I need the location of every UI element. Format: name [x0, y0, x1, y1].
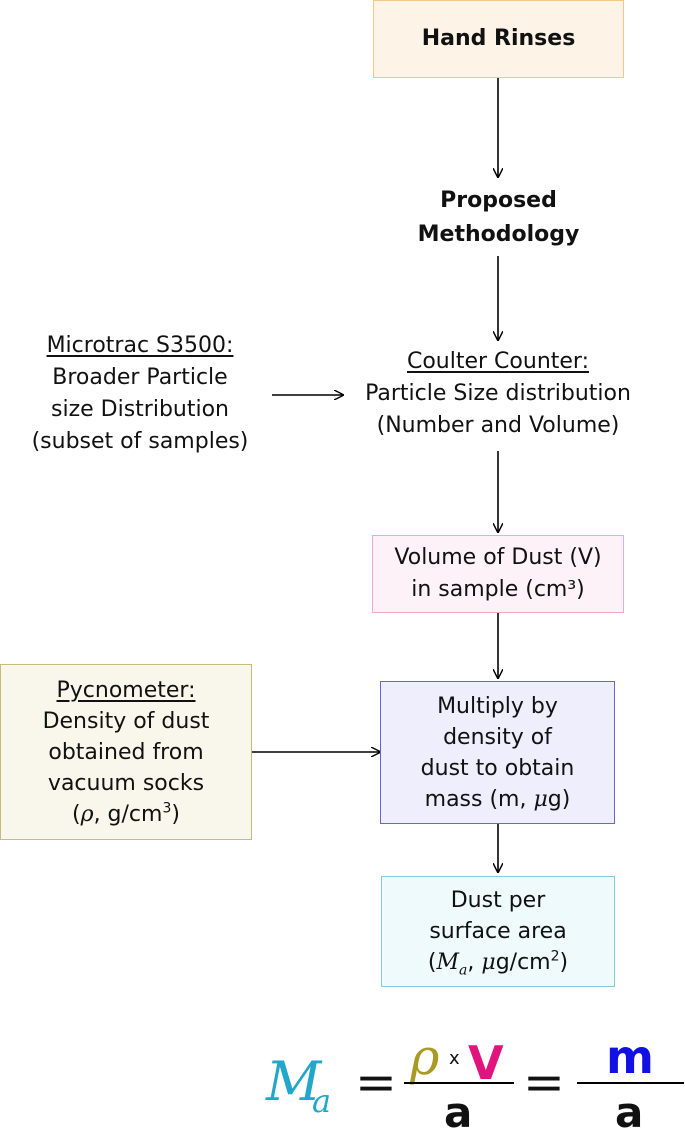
dust-area-line3: (Ma, μg/cm2): [428, 947, 568, 978]
proposed-line1: Proposed: [440, 188, 557, 213]
formula-V: V: [468, 1036, 504, 1090]
formula-equals-2: =: [523, 1053, 565, 1111]
pycnometer-rho: ρ: [80, 801, 94, 827]
dust-area-unit: g/cm: [495, 950, 551, 975]
multiply-mass-label: mass (m,: [424, 786, 534, 812]
coulter-title: Coulter Counter:: [406, 349, 589, 374]
formula-m: m: [606, 1030, 654, 1084]
pycnometer-line4: (ρ, g/cm3): [72, 799, 180, 830]
formula-fraction-bar-1: [404, 1082, 514, 1084]
volume-line1: Volume of Dust (V): [394, 545, 602, 570]
pycnometer-paren-close: ): [171, 801, 180, 827]
coulter-counter-node: Coulter Counter: Particle Size distribut…: [345, 346, 651, 442]
dust-area-unit-exp: 2: [550, 948, 560, 965]
pycnometer-node: Pycnometer: Density of dust obtained fro…: [0, 664, 252, 840]
coulter-line2: (Number and Volume): [376, 413, 620, 438]
pycnometer-line2: obtained from: [48, 739, 204, 765]
pycnometer-line1: Density of dust: [42, 708, 210, 734]
formula-times: x: [449, 1048, 460, 1069]
multiply-node: Multiply by density of dust to obtain ma…: [380, 681, 615, 824]
hand-rinses-label: Hand Rinses: [421, 26, 576, 51]
volume-line2: in sample (cm³): [411, 577, 585, 602]
microtrac-line1: Broader Particle: [52, 365, 228, 390]
microtrac-title: Microtrac S3500:: [46, 333, 234, 358]
microtrac-node: Microtrac S3500: Broader Particle size D…: [0, 330, 280, 458]
microtrac-line3: (subset of samples): [31, 429, 249, 454]
dust-area-line1: Dust per: [450, 888, 546, 913]
multiply-line4: mass (m, μg): [425, 784, 571, 815]
proposed-methodology-node: Proposed Methodology: [373, 184, 624, 252]
multiply-unit: g): [547, 786, 571, 812]
microtrac-line2: size Distribution: [51, 397, 229, 422]
dust-area-node: Dust per surface area (Ma, μg/cm2): [381, 876, 615, 987]
coulter-line1: Particle Size distribution: [365, 381, 631, 406]
formula-M: M: [266, 1050, 322, 1113]
dust-area-M-sub: a: [459, 962, 468, 979]
dust-area-comma: ,: [467, 950, 482, 975]
pycnometer-line3: vacuum socks: [47, 770, 205, 796]
multiply-mu: μ: [533, 786, 548, 812]
formula-M-sub: a: [312, 1082, 332, 1120]
flow-arrows: [252, 78, 685, 1040]
pycnometer-paren-open: (: [72, 801, 81, 827]
dust-area-mu: μ: [481, 950, 496, 975]
pycnometer-unit-exp: 3: [162, 800, 172, 817]
formula: M a = ρ x V a = m a: [0, 1032, 685, 1134]
dust-area-paren-open: (: [427, 950, 437, 975]
pycnometer-title: Pycnometer:: [56, 677, 196, 703]
formula-rho: ρ: [410, 1028, 440, 1086]
hand-rinses-node: Hand Rinses: [373, 0, 624, 78]
dust-area-M: M: [436, 950, 460, 975]
proposed-line2: Methodology: [417, 222, 580, 247]
multiply-line2: density of: [443, 724, 552, 750]
dust-area-line2: surface area: [429, 919, 567, 944]
multiply-line1: Multiply by: [437, 693, 558, 719]
pycnometer-unit: , g/cm: [93, 801, 163, 827]
formula-fraction-bar-2: [577, 1082, 684, 1084]
volume-node: Volume of Dust (V) in sample (cm³): [372, 535, 624, 613]
multiply-line3: dust to obtain: [420, 755, 575, 781]
formula-denominator-2: a: [615, 1088, 644, 1137]
dust-area-paren-close: ): [559, 950, 569, 975]
formula-equals-1: =: [355, 1053, 397, 1111]
formula-denominator-1: a: [444, 1088, 473, 1137]
